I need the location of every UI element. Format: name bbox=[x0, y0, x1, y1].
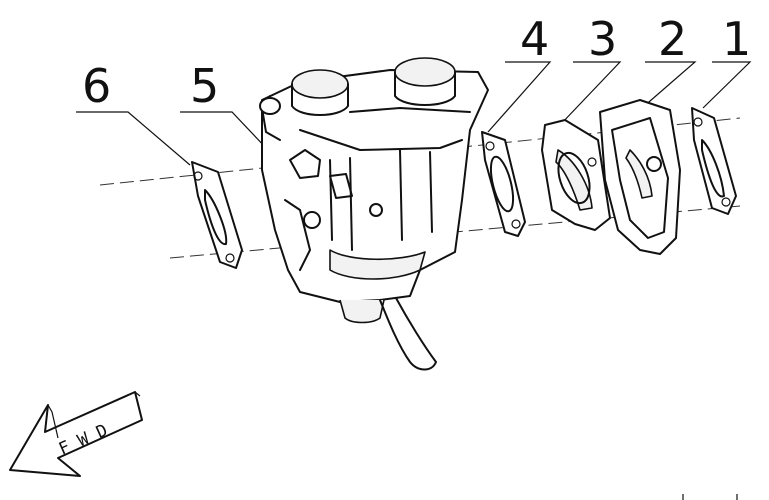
part-2-air-cleaner-housing bbox=[599, 99, 681, 255]
forward-direction-arrow: F W D bbox=[9, 391, 143, 477]
corner-marks bbox=[682, 494, 738, 500]
part-number-4: 4 bbox=[520, 12, 549, 66]
part-6-gasket bbox=[191, 161, 243, 269]
part-4-gasket bbox=[481, 131, 526, 237]
part-number-5: 5 bbox=[190, 59, 219, 113]
part-3-spacer bbox=[541, 119, 611, 231]
part-number-1: 1 bbox=[722, 12, 751, 66]
part-number-2: 2 bbox=[658, 12, 687, 66]
part-number-3: 3 bbox=[588, 12, 617, 66]
part-1-gasket bbox=[691, 107, 737, 215]
part-5-carburetor bbox=[259, 57, 489, 371]
part-number-6: 6 bbox=[82, 59, 111, 113]
leader-lines bbox=[76, 61, 752, 166]
